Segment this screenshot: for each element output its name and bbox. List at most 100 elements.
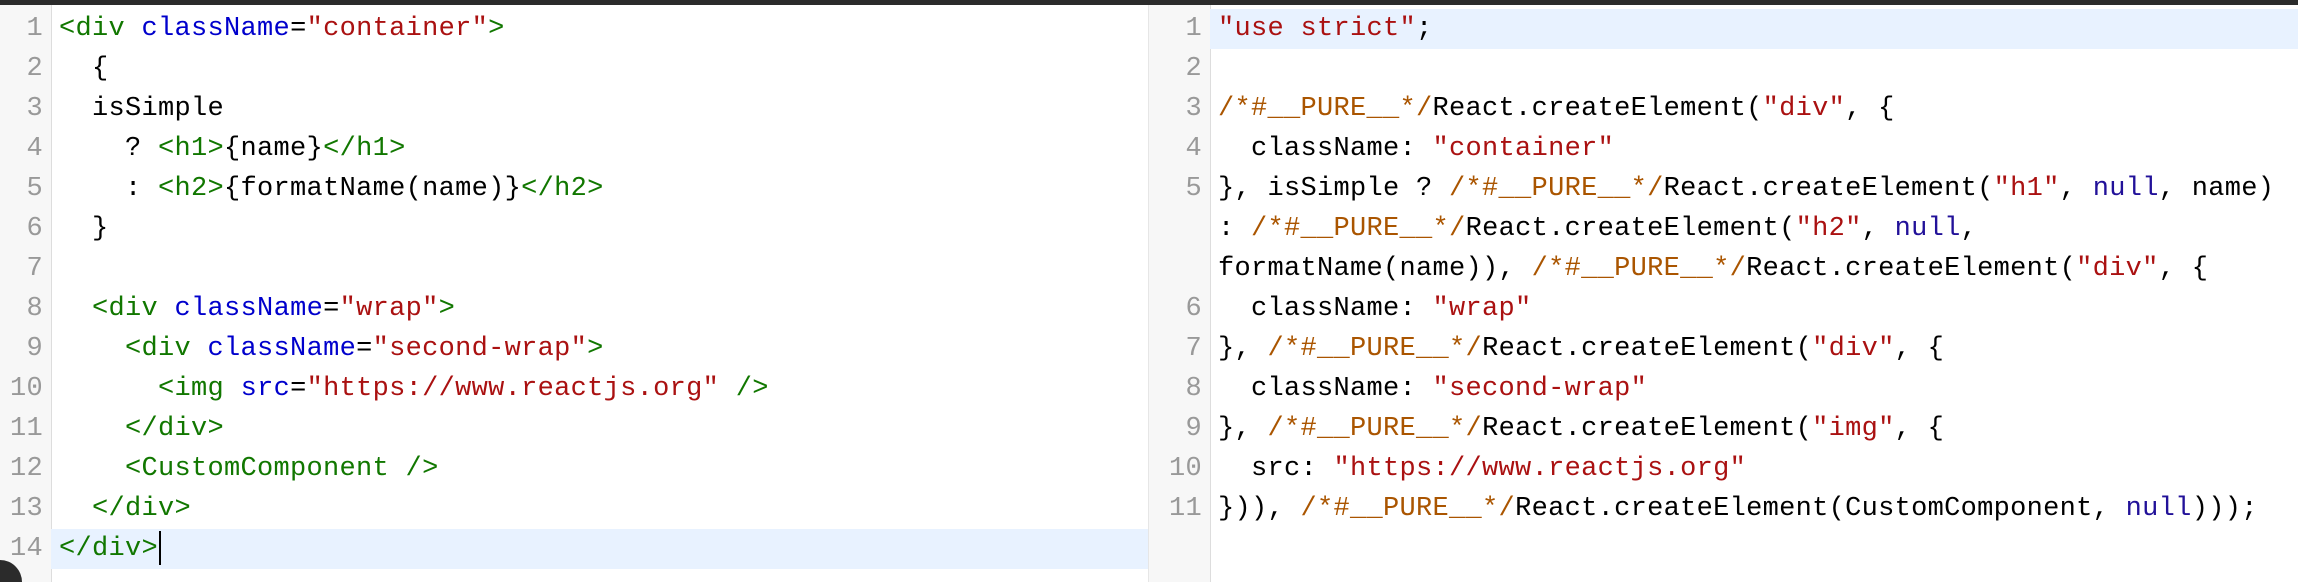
line-code[interactable]: className: "second-wrap" [1210, 369, 2298, 409]
string-literal: "h2" [1795, 214, 1862, 244]
editor-lines[interactable]: 1<div className="container">2 {3 isSimpl… [0, 9, 1148, 569]
line-number-gutter [0, 5, 52, 582]
line-code[interactable]: }, /*#__PURE__*/React.createElement("img… [1210, 409, 2298, 449]
line-code[interactable]: { [51, 49, 1148, 89]
code-token [59, 494, 92, 524]
line-code[interactable]: </div> [51, 409, 1148, 449]
code-line[interactable]: 6 } [0, 209, 1148, 249]
code-token: , [1861, 214, 1895, 244]
line-number: 9 [1185, 414, 1202, 444]
code-token: , formatName(name)), [1218, 214, 1978, 284]
code-line[interactable]: 7 [0, 249, 1148, 289]
pure-comment: /*#__PURE__*/ [1300, 494, 1516, 524]
line-number: 5 [26, 174, 43, 204]
code-line[interactable]: 1 <div className="container"> [0, 9, 1148, 49]
code-line[interactable]: 11 </div> [0, 409, 1148, 449]
line-code[interactable]: <div className="second-wrap"> [51, 329, 1148, 369]
code-line[interactable]: 8 <div className="wrap"> [0, 289, 1148, 329]
code-token: React.createElement( [1663, 174, 1994, 204]
code-line[interactable]: 10 <img src="https://www.reactjs.org" /> [0, 369, 1148, 409]
line-code[interactable]: /*#__PURE__*/React.createElement("div", … [1210, 89, 2298, 129]
code-line[interactable]: 6 className: "wrap" [1149, 289, 2298, 329]
code-line[interactable]: 7}, /*#__PURE__*/React.createElement("di… [1149, 329, 2298, 369]
pure-comment: /*#__PURE__*/ [1251, 214, 1466, 244]
line-number: 4 [26, 134, 43, 164]
string-literal: "div" [2076, 254, 2159, 284]
code-token: , { [2158, 254, 2209, 284]
code-line[interactable]: 3 isSimple [0, 89, 1148, 129]
string-literal: "https://www.reactjs.org" [306, 374, 720, 404]
string-literal: "container" [1432, 134, 1615, 164]
string-literal: "container" [306, 14, 489, 44]
code-token: ? [59, 134, 159, 164]
code-token: isSimple [59, 94, 225, 124]
code-token [59, 414, 125, 444]
editor-lines[interactable]: 1 "use strict";2 3/*#__PURE__*/React.crea… [1149, 9, 2298, 529]
code-line[interactable]: 14</div> [0, 529, 1148, 569]
line-code[interactable]: <div className="container"> [51, 9, 1148, 49]
pure-comment: /*#__PURE__*/ [1218, 94, 1433, 124]
line-code[interactable]: className: "wrap" [1210, 289, 2298, 329]
line-number: 11 [9, 414, 43, 444]
line-code[interactable]: </div> [51, 529, 1148, 569]
keyword: null [2092, 174, 2159, 204]
line-number: 1 [26, 14, 43, 44]
attribute-name: className [174, 294, 324, 324]
code-line[interactable]: 3/*#__PURE__*/React.createElement("div",… [1149, 89, 2298, 129]
jsx-source-editor[interactable]: 1<div className="container">2 {3 isSimpl… [0, 5, 1148, 582]
line-code[interactable]: })), /*#__PURE__*/React.createElement(Cu… [1210, 489, 2298, 529]
code-line[interactable]: 4 className: "container" [1149, 129, 2298, 169]
line-code[interactable]: <img src="https://www.reactjs.org" /> [51, 369, 1148, 409]
line-code[interactable]: }, /*#__PURE__*/React.createElement("div… [1210, 329, 2298, 369]
jsx-tag: <div [92, 294, 159, 324]
code-line[interactable]: 1 "use strict"; [1149, 9, 2298, 49]
line-code[interactable]: : <h2>{formatName(name)}</h2> [51, 169, 1148, 209]
line-code[interactable]: className: "container" [1210, 129, 2298, 169]
code-line[interactable]: 5 : <h2>{formatName(name)}</h2> [0, 169, 1148, 209]
line-code[interactable]: } [51, 209, 1148, 249]
line-code[interactable]: src: "https://www.reactjs.org" [1210, 449, 2298, 489]
code-line[interactable]: 11})), /*#__PURE__*/React.createElement(… [1149, 489, 2298, 529]
attribute-name: className [207, 334, 357, 364]
code-token: React.createElement( [1482, 414, 1813, 444]
jsx-tag: <div [59, 14, 126, 44]
string-literal: "use strict" [1218, 14, 1417, 44]
line-number: 5 [1185, 174, 1202, 204]
code-line[interactable]: 2 { [0, 49, 1148, 89]
pure-comment: /*#__PURE__*/ [1267, 414, 1483, 444]
compiled-output-editor[interactable]: 1 "use strict";2 3/*#__PURE__*/React.crea… [1148, 5, 2298, 582]
code-line[interactable]: 9 }, /*#__PURE__*/React.createElement("im… [1149, 409, 2298, 449]
code-token [59, 454, 125, 484]
jsx-tag: <CustomComponent /> [125, 454, 439, 484]
code-line[interactable]: 9 <div className="second-wrap"> [0, 329, 1148, 369]
code-line[interactable]: 10 src: "https://www.reactjs.org" [1149, 449, 2298, 489]
line-number: 8 [26, 294, 43, 324]
jsx-tag: </div> [92, 494, 192, 524]
line-code[interactable] [1210, 49, 2298, 89]
code-line[interactable]: 2 [1149, 49, 2298, 89]
line-code[interactable]: }, isSimple ? /*#__PURE__*/React.createE… [1210, 169, 2298, 289]
line-number: 10 [9, 374, 43, 404]
line-code[interactable]: isSimple [51, 89, 1148, 129]
jsx-tag: </div> [59, 534, 159, 564]
code-token: = [290, 374, 307, 404]
line-number: 6 [1185, 294, 1202, 324]
line-code[interactable]: <CustomComponent /> [51, 449, 1148, 489]
code-line[interactable]: 12 <CustomComponent /> [0, 449, 1148, 489]
code-token: React.createElement( [1482, 334, 1813, 364]
code-line[interactable]: 13 </div> [0, 489, 1148, 529]
attribute-name: className [141, 14, 291, 44]
line-code[interactable]: </div> [51, 489, 1148, 529]
jsx-tag: > [488, 14, 505, 44]
code-line[interactable]: 5 }, isSimple ? /*#__PURE__*/React.create… [1149, 169, 2298, 289]
line-number: 1 [1185, 14, 1202, 44]
line-code[interactable]: "use strict"; [1210, 9, 2298, 49]
line-code[interactable]: <div className="wrap"> [51, 289, 1148, 329]
line-number-gutter [1149, 5, 1211, 582]
line-code[interactable] [51, 249, 1148, 289]
code-line[interactable]: 8 className: "second-wrap" [1149, 369, 2298, 409]
code-line[interactable]: 4 ? <h1>{name}</h1> [0, 129, 1148, 169]
line-code[interactable]: ? <h1>{name}</h1> [51, 129, 1148, 169]
pure-comment: /*#__PURE__*/ [1449, 174, 1664, 204]
code-token: {formatName(name)} [224, 174, 522, 204]
